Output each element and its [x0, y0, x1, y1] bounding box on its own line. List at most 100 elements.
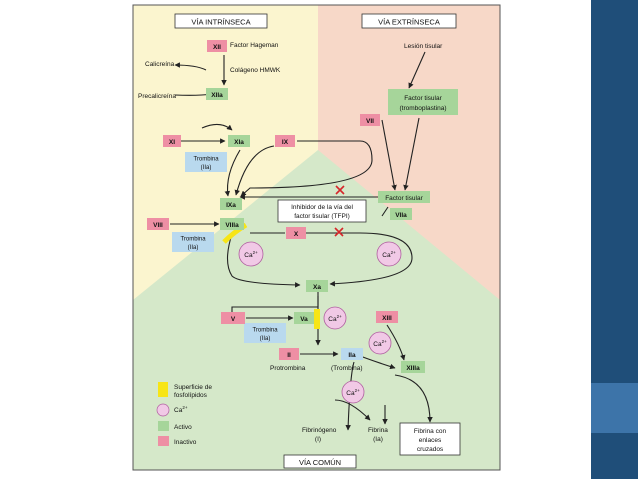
factor-x-label: X: [294, 231, 299, 238]
legend-inactive-label: Inactivo: [174, 439, 197, 446]
calcium-ion-2: Ca2+: [376, 241, 402, 267]
factor-v: [221, 312, 245, 324]
factor-x: [286, 227, 306, 239]
factor-tissue-complex: [378, 191, 430, 203]
tissue-factor-box: [388, 89, 458, 115]
tissue-factor-line-2: (tromboplastina): [400, 105, 447, 112]
calcium-ion-2-label: Ca2+: [382, 250, 396, 259]
legend-calcium-label: Ca2+: [174, 405, 188, 414]
thrombin-box-2-line-1: Trombina: [180, 237, 206, 243]
common-header: VÍA COMÚN: [299, 458, 341, 467]
crosslinked-fibrin-line-2: enlaces: [419, 437, 442, 444]
thrombin-box-1-line-2: (IIa): [201, 165, 212, 171]
diagram-frame: [132, 4, 501, 471]
pathway-arrows: [170, 51, 433, 431]
factor-xiiia: [401, 361, 425, 373]
factor-xiiia-label: XIIIa: [406, 365, 420, 372]
label-protrombina: Protrombina: [270, 365, 306, 372]
calcium-ion-3: Ca2+: [323, 306, 347, 330]
factor-tissue-complex-label: Factor tisular: [385, 195, 423, 202]
tfpi-line-1: Inhibidor de la vía del: [291, 204, 353, 211]
crosslinked-fibrin-line-3: cruzados: [417, 446, 444, 453]
calcium-ion-4-label: Ca2+: [373, 339, 387, 348]
common-header-box: [283, 454, 357, 469]
label-colageno: Colágeno HMWK: [230, 67, 281, 74]
legend-phospholipid-line-1: Superficie de: [174, 384, 212, 391]
thrombin-box-3-line-1: Trombina: [252, 328, 278, 334]
factor-xiia-label: XIIa: [211, 92, 223, 99]
factor-xii-label: XII: [213, 44, 221, 51]
legend-phospholipid-line-2: fosfolípidos: [174, 392, 208, 399]
label-precalicreina: Precalicreína: [138, 93, 176, 100]
label-hageman: Factor Hageman: [230, 42, 279, 49]
legend-active-swatch: [158, 421, 169, 431]
label-fibrinogeno-roman: (I): [315, 436, 321, 443]
crosslinked-fibrin-line-1: Fibrina con: [414, 428, 447, 435]
factor-xii: [207, 40, 227, 52]
label-calicreina: Calicreína: [145, 61, 175, 68]
extrinsic-header-box: [361, 13, 457, 29]
calcium-ion-3-label: Ca2+: [328, 314, 342, 323]
legend-phospholipid-swatch: [158, 382, 168, 397]
calcium-ion-5-label: Ca2+: [346, 388, 360, 397]
factor-xia-label: XIa: [234, 139, 244, 146]
factor-viii-label: VIII: [153, 222, 163, 229]
factor-xiia: [206, 88, 228, 100]
inhibition-marks: [334, 185, 345, 237]
label-fibrina: Fibrina: [368, 427, 388, 434]
calcium-ion-4: Ca2+: [368, 331, 392, 355]
factor-iia: [341, 348, 363, 360]
legend-calcium-swatch: [156, 403, 170, 417]
factor-va: [294, 312, 314, 324]
factor-viiia-label: VIIIa: [225, 222, 239, 229]
label-trombina-paren: (Trombina): [331, 365, 363, 372]
factor-viii: [147, 218, 169, 230]
factor-ii-label: II: [287, 352, 291, 359]
sidebar-accent: [591, 383, 638, 433]
thrombin-box-3-line-2: (IIa): [260, 336, 271, 342]
factor-ixa-label: IXa: [226, 202, 236, 209]
tfpi-box: [277, 199, 367, 223]
factor-iia-label: IIa: [348, 352, 356, 359]
factor-ii: [279, 348, 299, 360]
factor-xia: [228, 135, 250, 147]
phospholipid-surface-mark-1: [222, 222, 248, 244]
extrinsic-header: VÍA EXTRÍNSECA: [378, 18, 440, 27]
calcium-ion-5: Ca2+: [341, 380, 365, 404]
phospholipid-surface-mark-2: [314, 309, 320, 329]
factor-v-label: V: [231, 316, 236, 323]
thrombin-box-1-line-1: Trombina: [193, 157, 219, 163]
legend: Superficie de fosfolípidos Ca2+ Activo I…: [156, 382, 212, 446]
tfpi-line-2: factor tisular (TFPI): [294, 213, 350, 220]
factor-ix-label: IX: [282, 139, 289, 146]
factor-vii: [360, 114, 380, 126]
label-fibrinogeno: Fibrinógeno: [302, 427, 337, 434]
intrinsic-header: VÍA INTRÍNSECA: [191, 18, 250, 27]
crosslinked-fibrin-box: [399, 422, 461, 456]
factor-viia: [390, 208, 412, 220]
calcium-ion-1-label: Ca2+: [244, 250, 258, 259]
factor-ixa: [220, 198, 242, 210]
thrombin-box-1: [185, 152, 227, 172]
calcium-ion-1: Ca2+: [238, 241, 264, 267]
label-lesion: Lesión tisular: [404, 43, 443, 50]
intrinsic-header-box: [174, 13, 268, 29]
factor-va-label: Va: [300, 316, 308, 323]
factor-xiii: [376, 311, 398, 323]
factor-xa: [306, 280, 328, 292]
thrombin-box-2-line-2: (IIa): [188, 245, 199, 251]
factor-xi: [163, 135, 181, 147]
legend-inactive-swatch: [158, 436, 169, 446]
factor-xi-label: XI: [169, 139, 175, 146]
tissue-factor-line-1: Factor tisular: [404, 95, 442, 102]
factor-ix: [275, 135, 295, 147]
thrombin-box-2: [172, 232, 214, 252]
factor-xa-label: Xa: [313, 284, 321, 291]
factor-vii-label: VII: [366, 118, 374, 125]
thrombin-box-3: [244, 323, 286, 343]
factor-xiii-label: XIII: [382, 315, 392, 322]
label-fibrina-roman: (Ia): [373, 436, 383, 443]
factor-viia-label: VIIa: [395, 212, 407, 219]
